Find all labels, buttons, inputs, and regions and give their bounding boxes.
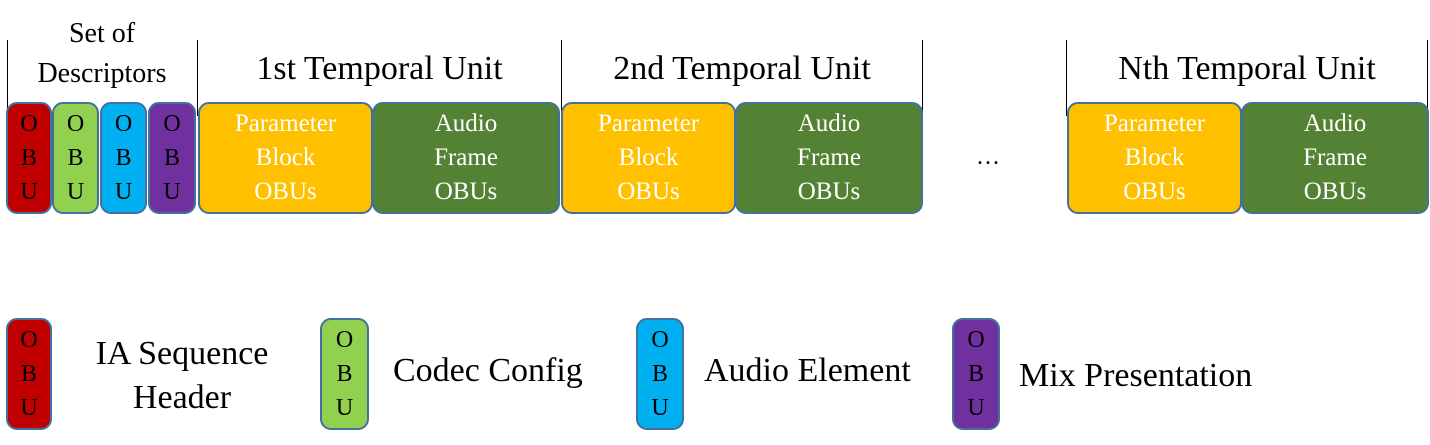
separator-line (922, 40, 923, 116)
obu-letter: O (66, 111, 85, 137)
audio-frame-line: Audio (434, 110, 498, 137)
obu-letter: U (967, 395, 985, 421)
parameter-block-line: Block (618, 144, 679, 171)
legend-swatch-ia-sequence-header: O B U (6, 318, 52, 430)
separator-line (1427, 40, 1428, 116)
separator-line (7, 40, 8, 116)
separator-line (1066, 40, 1067, 116)
audio-frame-line: Frame (434, 144, 498, 171)
obu-letter: B (651, 361, 668, 387)
parameter-block-line: Parameter (597, 110, 700, 137)
legend-label-ia-sequence-header: IA Sequence Header (80, 332, 284, 420)
obu-letter: B (20, 361, 37, 387)
obu-letter: U (114, 179, 133, 205)
descriptors-header-line2: Descriptors (37, 58, 167, 89)
parameter-block-obus-2: Parameter Block OBUs (561, 102, 736, 214)
parameter-block-line: OBUs (254, 178, 317, 205)
audio-frame-obus-n: Audio Frame OBUs (1241, 102, 1429, 214)
audio-frame-line: Audio (797, 110, 861, 137)
obu-ia-sequence-header: O B U (6, 102, 52, 214)
obu-letter: B (967, 361, 984, 387)
legend-swatch-mix-presentation: O B U (952, 318, 1000, 430)
obu-letter: U (651, 395, 669, 421)
legend-swatch-codec-config: O B U (320, 318, 369, 430)
obu-letter: O (335, 327, 354, 353)
legend-swatch-audio-element: O B U (636, 318, 684, 430)
parameter-block-obus-n: Parameter Block OBUs (1067, 102, 1242, 214)
obu-letter: B (67, 145, 84, 171)
audio-frame-line: OBUs (434, 178, 498, 205)
descriptors-header: Set of Descriptors (8, 14, 196, 94)
obu-letter: O (651, 327, 669, 353)
parameter-block-line: OBUs (1123, 178, 1186, 205)
legend-label-codec-config: Codec Config (393, 352, 583, 389)
audio-frame-line: OBUs (797, 178, 861, 205)
legend-label-audio-element: Audio Element (704, 352, 911, 389)
audio-frame-obus-2: Audio Frame OBUs (735, 102, 923, 214)
audio-frame-line: Frame (797, 144, 861, 171)
legend-label-line: Header (132, 379, 232, 416)
audio-frame-line: Frame (1303, 144, 1367, 171)
obu-letter: B (163, 145, 180, 171)
parameter-block-obus-1: Parameter Block OBUs (198, 102, 373, 214)
parameter-block-line: Block (1124, 144, 1185, 171)
legend-label-line: IA Sequence (95, 335, 269, 372)
obu-letter: O (114, 111, 133, 137)
parameter-block-line: Block (255, 144, 316, 171)
obu-codec-config: O B U (52, 102, 99, 214)
parameter-block-line: OBUs (617, 178, 680, 205)
obu-letter: U (20, 395, 38, 421)
obu-letter: O (967, 327, 985, 353)
obu-letter: U (66, 179, 85, 205)
parameter-block-line: Parameter (234, 110, 337, 137)
descriptors-header-line1: Set of (68, 18, 136, 49)
temporal-unit-n-header: Nth Temporal Unit (1118, 50, 1376, 87)
obu-letter: O (20, 327, 38, 353)
temporal-unit-1-header: 1st Temporal Unit (256, 50, 503, 87)
separator-line (197, 40, 198, 116)
parameter-block-line: Parameter (1103, 110, 1206, 137)
temporal-unit-2-header: 2nd Temporal Unit (613, 50, 871, 87)
obu-letter: B (115, 145, 132, 171)
obu-letter: B (20, 145, 37, 171)
separator-line (561, 40, 562, 116)
audio-frame-line: OBUs (1303, 178, 1367, 205)
ellipsis-more-units: … (976, 144, 1000, 170)
obu-audio-element: O B U (100, 102, 147, 214)
audio-frame-obus-1: Audio Frame OBUs (372, 102, 560, 214)
obu-letter: O (163, 111, 181, 137)
audio-frame-line: Audio (1303, 110, 1367, 137)
obu-letter: U (335, 395, 354, 421)
obu-letter: U (163, 179, 181, 205)
legend-label-mix-presentation: Mix Presentation (1019, 357, 1253, 394)
obu-letter: U (20, 179, 38, 205)
obu-mix-presentation: O B U (148, 102, 196, 214)
obu-letter: O (20, 111, 38, 137)
obu-letter: B (336, 361, 353, 387)
